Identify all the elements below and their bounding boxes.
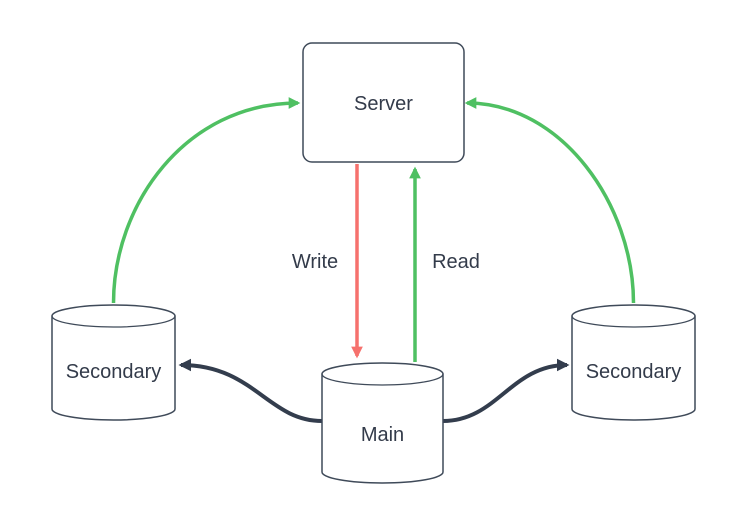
main-node: Main xyxy=(321,362,444,484)
secondary-left-cylinder xyxy=(51,304,176,421)
secondary-left-label: Secondary xyxy=(66,361,162,383)
main-label: Main xyxy=(361,424,404,446)
edge-secondary-right-to-server xyxy=(464,97,636,304)
edge-main-to-secondary-right xyxy=(442,358,570,423)
secondary-right-label: Secondary xyxy=(586,361,682,383)
server-node: Server xyxy=(302,42,465,163)
read-edge-label: Read xyxy=(432,251,480,273)
write-edge-label: Write xyxy=(292,251,338,273)
main-cylinder xyxy=(321,362,444,484)
secondary-right-node: Secondary xyxy=(571,304,696,421)
secondary-right-cylinder-lid xyxy=(571,315,696,328)
edge-main-to-secondary-left xyxy=(178,358,323,423)
server-label: Server xyxy=(354,93,413,115)
edge-secondary-left-to-server xyxy=(111,97,301,304)
secondary-right-cylinder xyxy=(571,304,696,421)
server-box xyxy=(302,42,465,163)
secondary-left-cylinder-lid xyxy=(51,315,176,328)
secondary-left-node: Secondary xyxy=(51,304,176,421)
main-cylinder-lid xyxy=(321,373,444,386)
